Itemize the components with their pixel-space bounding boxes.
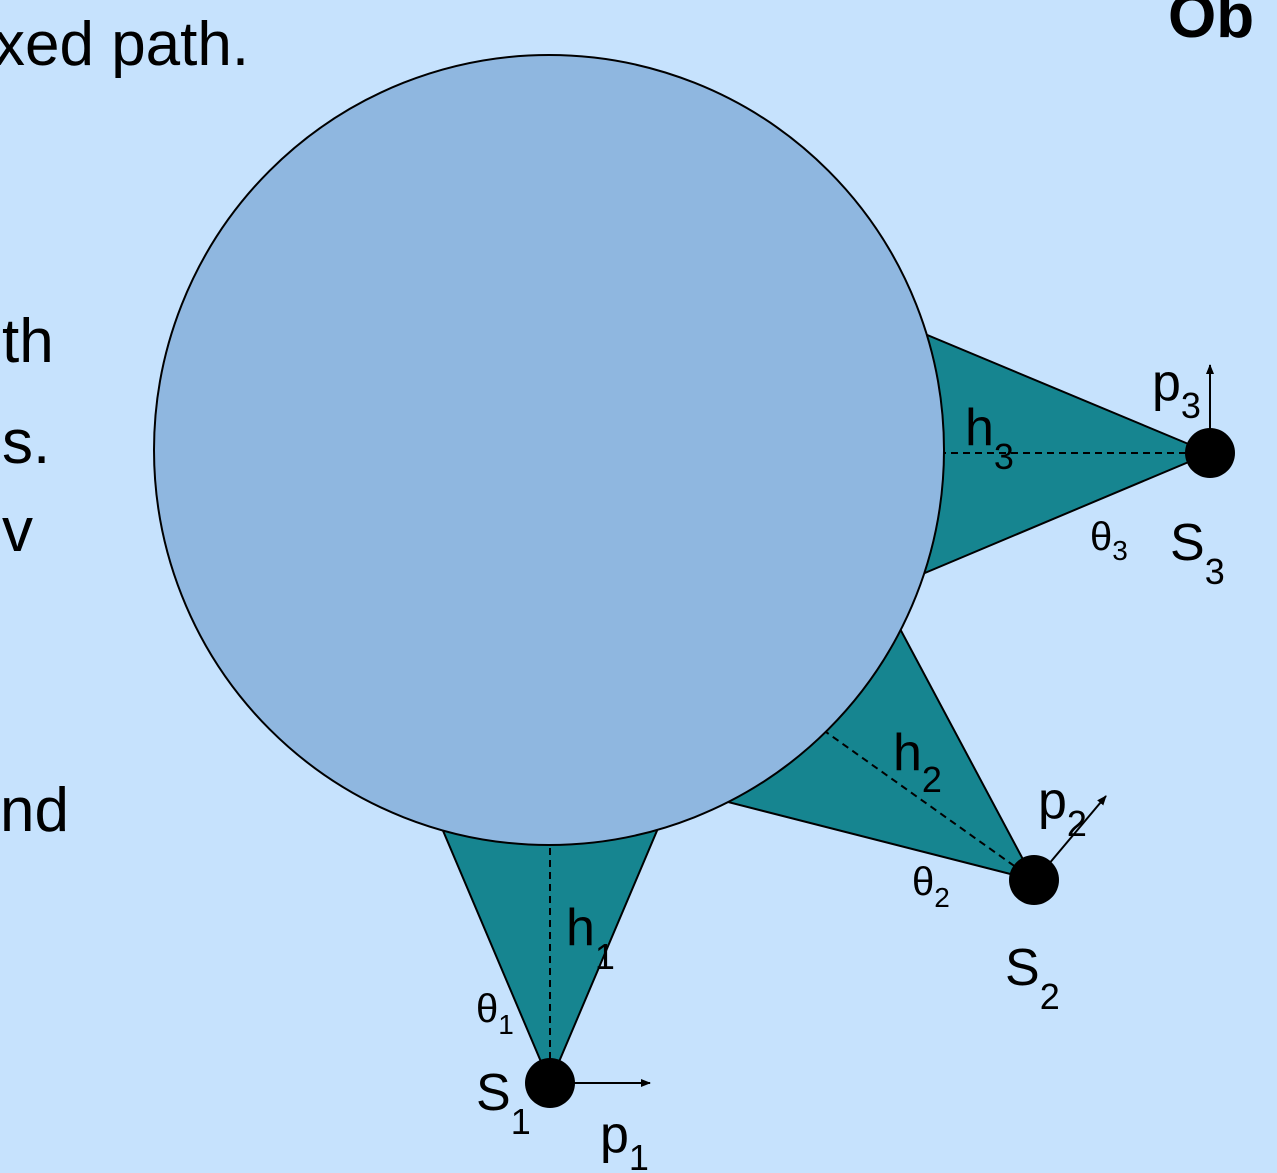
text-fragment-2: th bbox=[2, 307, 54, 376]
object-circle bbox=[153, 54, 945, 846]
label-S2: S2 bbox=[1005, 939, 1060, 1017]
sensor-dot-3 bbox=[1185, 428, 1235, 478]
sensor-dot-1 bbox=[525, 1058, 575, 1108]
text-fragment-4: v bbox=[2, 496, 33, 565]
label-p3: p3 bbox=[1152, 354, 1201, 426]
height-line-2 bbox=[825, 731, 1035, 881]
label-theta3: θ3 bbox=[1090, 515, 1128, 566]
label-h1: h1 bbox=[566, 899, 615, 977]
label-p2: p2 bbox=[1038, 772, 1087, 844]
label-theta2: θ2 bbox=[912, 860, 950, 913]
label-p1: p1 bbox=[600, 1106, 649, 1173]
label-S3: S3 bbox=[1170, 514, 1225, 592]
label-h3: h3 bbox=[965, 399, 1014, 477]
heading-fragment: Ob bbox=[1168, 0, 1255, 51]
text-fragment-1: xed path. bbox=[0, 10, 250, 79]
label-h2: h2 bbox=[893, 724, 942, 800]
label-S1: S1 bbox=[476, 1064, 531, 1142]
label-theta1: θ1 bbox=[476, 987, 514, 1040]
sensor-dot-2 bbox=[1009, 855, 1059, 905]
text-fragment-5: nd bbox=[0, 776, 69, 845]
text-fragment-3: s. bbox=[2, 408, 51, 477]
direction-arrow-2 bbox=[1047, 795, 1107, 866]
